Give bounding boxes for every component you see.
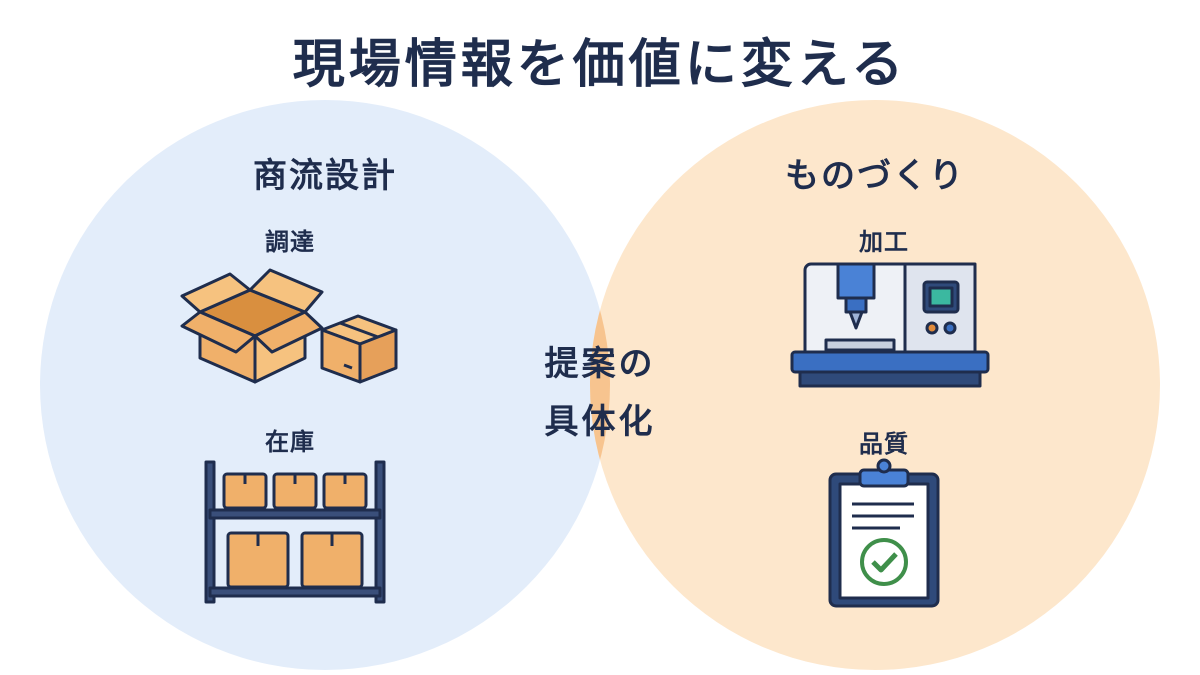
right-circle-heading: ものづくり	[785, 156, 965, 196]
open-box-icon	[180, 268, 324, 384]
clipboard-check-icon	[828, 458, 940, 608]
label-procurement: 調達	[265, 228, 315, 256]
label-quality: 品質	[859, 430, 909, 458]
overlap-label-line1: 提案の	[544, 344, 656, 384]
left-circle-heading: 商流設計	[253, 156, 397, 196]
shelf-icon	[204, 460, 386, 604]
diagram-title: 現場情報を価値に変える	[292, 35, 908, 95]
left-circle	[40, 100, 610, 670]
small-box-icon	[320, 314, 398, 384]
overlap-label: 提案の 具体化	[500, 335, 700, 451]
label-inventory: 在庫	[265, 428, 315, 456]
label-processing: 加工	[859, 228, 909, 256]
overlap-label-line2: 具体化	[544, 402, 656, 442]
machine-icon	[790, 262, 990, 388]
